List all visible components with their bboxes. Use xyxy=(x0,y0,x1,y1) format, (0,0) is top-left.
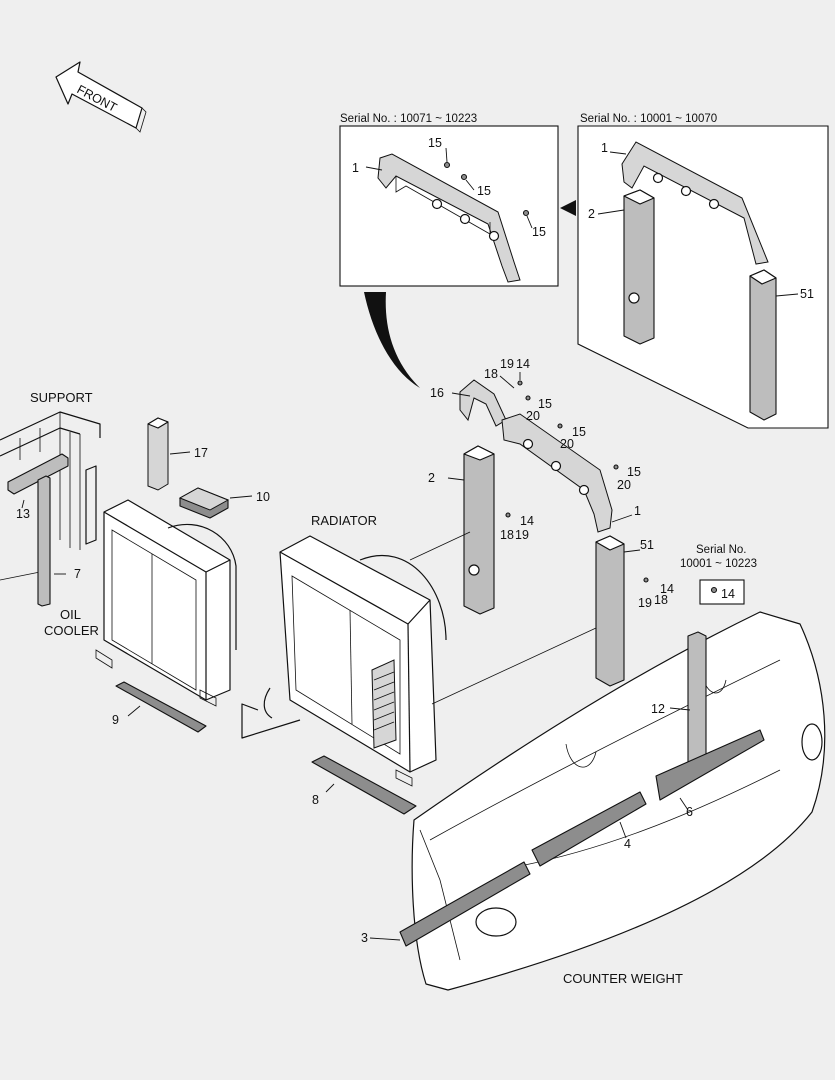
serial-callout: Serial No. 10001 ~ 10223 14 xyxy=(680,544,757,605)
support-frame: SUPPORT 13 7 xyxy=(0,390,101,607)
pointer-triangle xyxy=(560,200,576,216)
callout-m-18c: 18 xyxy=(654,593,668,607)
callout-in-r-1: 1 xyxy=(601,141,608,155)
callout-m-14b: 14 xyxy=(520,514,534,528)
inset-left: Serial No. : 10071 ~ 10223 1 15 15 15 xyxy=(339,113,559,287)
callout-p-10: 10 xyxy=(256,490,270,504)
callout-m-16: 16 xyxy=(430,386,444,400)
callout-m-15a: 15 xyxy=(538,397,552,411)
support-label: SUPPORT xyxy=(30,390,93,405)
callout-p-13: 13 xyxy=(16,507,30,521)
counter-weight: 12 6 4 3 COUNTER WEIGHT xyxy=(361,611,826,991)
serial-callout-part: 14 xyxy=(721,587,735,601)
callout-m-20c: 20 xyxy=(617,478,631,492)
callout-p-8: 8 xyxy=(312,793,319,807)
callout-p-7: 7 xyxy=(74,567,81,581)
radiator: 8 RADIATOR xyxy=(241,513,597,815)
serial-callout-line1: Serial No. xyxy=(696,544,747,556)
callout-p-9: 9 xyxy=(112,713,119,727)
callout-p-12: 12 xyxy=(651,702,665,716)
callout-m-18a: 18 xyxy=(484,367,498,381)
callout-m-2: 2 xyxy=(428,471,435,485)
callout-in-l-15c: 15 xyxy=(532,225,546,239)
callout-in-l-15a: 15 xyxy=(428,136,442,150)
callout-m-15c: 15 xyxy=(627,465,641,479)
callout-m-15b: 15 xyxy=(572,425,586,439)
callout-m-1: 1 xyxy=(634,504,641,518)
inset-left-serial: Serial No. : 10071 ~ 10223 xyxy=(340,113,477,125)
callout-m-20b: 20 xyxy=(560,437,574,451)
oil-cooler: 9 OIL COOLER xyxy=(44,499,237,733)
callout-m-18b: 18 xyxy=(500,528,514,542)
callout-m-14a: 14 xyxy=(516,357,530,371)
upper-bracket: 16 18 19 14 15 20 15 20 15 20 2 14 18 19… xyxy=(428,357,674,687)
callout-p-17: 17 xyxy=(194,446,208,460)
callout-in-r-2: 2 xyxy=(588,207,595,221)
serial-callout-line2: 10001 ~ 10223 xyxy=(680,558,757,570)
counter-weight-label: COUNTER WEIGHT xyxy=(563,971,683,986)
callout-m-14c: 14 xyxy=(660,582,674,596)
callout-in-l-15b: 15 xyxy=(477,184,491,198)
callout-in-l-1: 1 xyxy=(352,161,359,175)
oil-cooler-label-2: COOLER xyxy=(44,623,99,638)
parts-17-10: 17 10 xyxy=(147,417,270,519)
callout-m-19a: 19 xyxy=(500,357,514,371)
callout-m-19b: 19 xyxy=(515,528,529,542)
callout-p-6: 6 xyxy=(686,805,693,819)
radiator-label: RADIATOR xyxy=(311,513,377,528)
callout-in-r-51: 51 xyxy=(800,287,814,301)
inset-right: Serial No. : 10001 ~ 10070 1 2 51 xyxy=(577,113,829,429)
callout-p-4: 4 xyxy=(624,837,631,851)
oil-cooler-label-1: OIL xyxy=(60,607,81,622)
callout-m-51: 51 xyxy=(640,538,654,552)
inset-right-serial: Serial No. : 10001 ~ 10070 xyxy=(580,113,717,125)
callout-p-3: 3 xyxy=(361,931,368,945)
callout-m-20a: 20 xyxy=(526,409,540,423)
curved-arrow xyxy=(364,292,420,388)
callout-m-19c: 19 xyxy=(638,596,652,610)
front-arrow: FRONT xyxy=(55,61,147,133)
